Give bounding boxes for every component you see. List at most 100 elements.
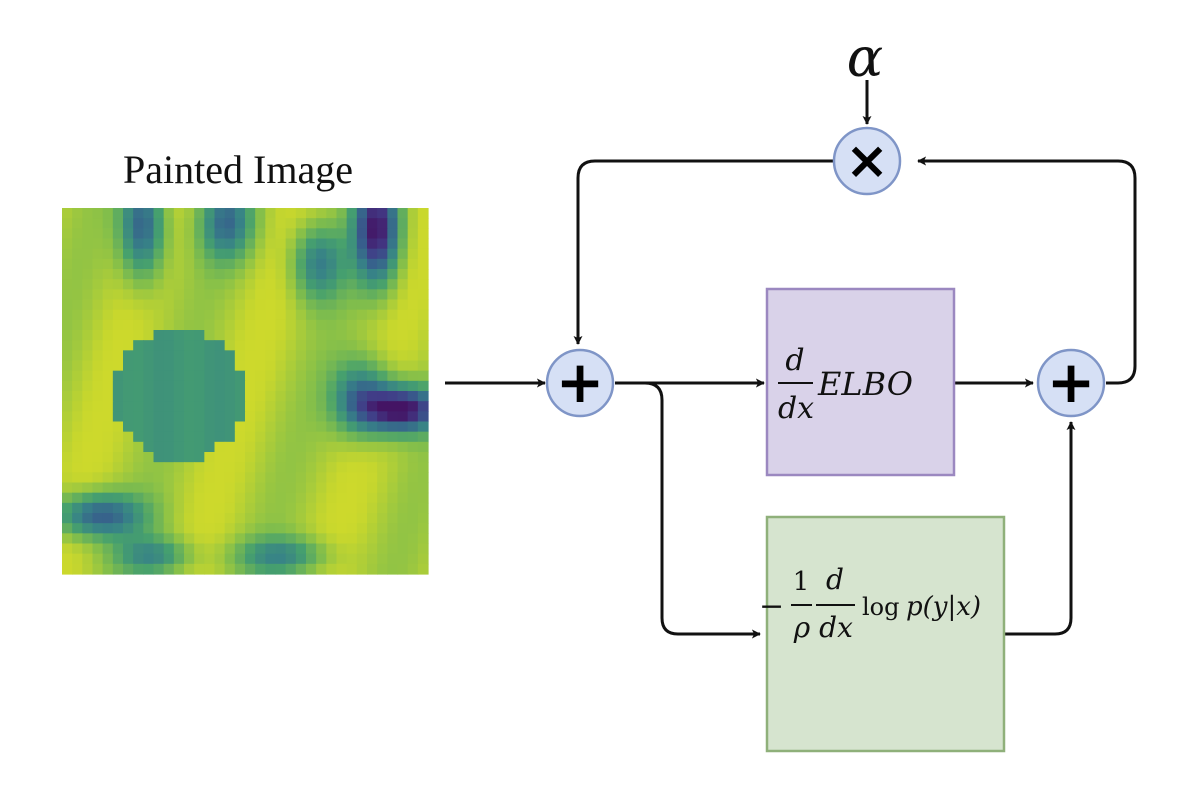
heatmap-cell [62, 350, 73, 362]
heatmap-cell [214, 401, 226, 412]
heatmap-cell [275, 289, 287, 301]
heatmap-cell [92, 482, 104, 494]
heatmap-cell [356, 238, 368, 250]
heatmap-cell [224, 523, 236, 534]
heatmap-cell [316, 360, 327, 372]
heatmap-cell [377, 492, 388, 504]
heatmap-cell [112, 492, 124, 504]
heatmap-cell [377, 563, 388, 575]
heatmap-cell [173, 330, 185, 341]
heatmap-cell [245, 452, 256, 463]
heatmap-cell [173, 279, 185, 290]
heatmap-cell [163, 380, 175, 392]
heatmap-cell [275, 543, 287, 555]
heatmap-cell [92, 441, 104, 453]
heatmap-cell [326, 553, 338, 565]
heatmap-cell [336, 421, 348, 433]
heatmap-cell [214, 289, 226, 301]
heatmap-cell [367, 258, 378, 270]
heatmap-cell [265, 523, 277, 534]
heatmap-cell [326, 269, 338, 280]
heatmap-cell [173, 543, 185, 555]
heatmap-cell [285, 228, 297, 240]
heatmap-cell [234, 208, 246, 219]
heatmap-cell [224, 462, 236, 473]
heatmap-cell [214, 340, 226, 351]
heatmap-cell [194, 411, 205, 423]
heatmap-cell [285, 421, 297, 433]
heatmap-cell [214, 330, 226, 341]
heatmap-cell [92, 299, 104, 311]
heatmap-cell [112, 309, 124, 321]
heatmap-cell [417, 553, 429, 565]
heatmap-cell [184, 441, 195, 453]
heatmap-cell [62, 391, 73, 402]
heatmap-cell [377, 452, 388, 463]
heatmap-cell [397, 452, 409, 463]
heatmap-cell [102, 269, 114, 280]
heatmap-cell [377, 441, 388, 453]
heatmap-cell [62, 543, 73, 555]
heatmap-cell [133, 269, 144, 280]
heatmap-cell [184, 228, 195, 240]
heatmap-cell [102, 452, 114, 463]
heatmap-cell [387, 452, 399, 463]
heatmap-cell [285, 289, 297, 301]
heatmap-cell [194, 401, 205, 412]
heatmap-cell [82, 523, 94, 534]
heatmap-cell [102, 401, 114, 412]
heatmap-cell [92, 513, 104, 524]
heatmap-cell [336, 563, 348, 575]
heatmap-cell [112, 563, 124, 575]
elbo-frac-numerator: d [785, 343, 804, 378]
heatmap-cell [123, 411, 134, 423]
heatmap-cell [295, 238, 307, 250]
heatmap-cell [275, 462, 287, 473]
heatmap-cell [275, 330, 287, 341]
heatmap-cell [417, 330, 429, 341]
heatmap-cell [123, 289, 134, 301]
heatmap-cell [275, 452, 287, 463]
heatmap-cell [112, 330, 124, 341]
heatmap-cell [336, 482, 348, 494]
heatmap-cell [224, 421, 236, 433]
heatmap-cell [92, 360, 104, 372]
heatmap-cell [367, 391, 378, 402]
heatmap-cell [275, 248, 287, 260]
heatmap-cell [173, 228, 185, 240]
heatmap-cell [346, 309, 358, 321]
heatmap-cell [173, 502, 185, 514]
heatmap-cell [336, 543, 348, 555]
heatmap-cell [285, 258, 297, 270]
heatmap-cell [417, 502, 429, 514]
heatmap-cell [255, 513, 266, 524]
heatmap-cell [255, 441, 266, 453]
heatmap-cell [245, 513, 256, 524]
heatmap-cell [153, 431, 165, 443]
likelihood-frac1-numerator: 1 [793, 567, 810, 597]
likelihood-minus-sign: − [759, 589, 784, 624]
heatmap-cell [387, 309, 399, 321]
heatmap-cell [367, 553, 378, 565]
heatmap-cell [306, 370, 317, 382]
heatmap-cell [62, 523, 73, 534]
heatmap-cell [326, 340, 338, 351]
heatmap-cell [194, 492, 205, 504]
heatmap-cell [275, 228, 287, 240]
heatmap-cell [123, 452, 134, 463]
heatmap-cell [397, 563, 409, 575]
heatmap-cell [173, 269, 185, 280]
heatmap-cell [255, 218, 266, 229]
heatmap-cell [173, 421, 185, 433]
heatmap-cell [133, 482, 144, 494]
heatmap-cell [295, 279, 307, 290]
heatmap-cell [326, 472, 338, 484]
painted-image-title: Painted Image [123, 147, 353, 192]
heatmap-cell [82, 309, 94, 321]
heatmap-cell [173, 431, 185, 443]
heatmap-cell [224, 289, 236, 301]
heatmap-cell [245, 401, 256, 412]
heatmap-cell [316, 533, 327, 545]
heatmap-cell [92, 279, 104, 290]
heatmap-cell [153, 513, 165, 524]
